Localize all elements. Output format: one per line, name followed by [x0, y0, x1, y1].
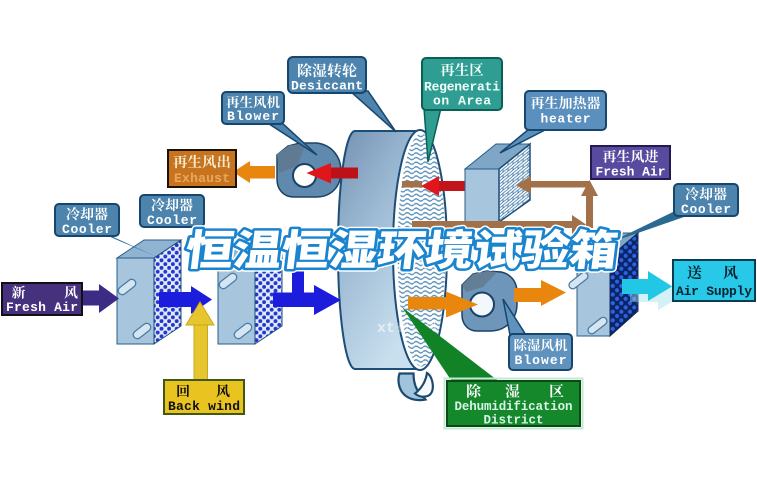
svg-text:Back wind: Back wind — [168, 399, 240, 414]
svg-text:District: District — [484, 414, 544, 428]
svg-text:on Area: on Area — [433, 94, 491, 109]
svg-text:Cooler: Cooler — [681, 202, 731, 217]
svg-text:Air Supply: Air Supply — [676, 284, 752, 299]
svg-text:Regenerati: Regenerati — [424, 80, 500, 95]
svg-text:Blower: Blower — [515, 353, 567, 368]
svg-text:Fresh Air: Fresh Air — [596, 165, 666, 180]
svg-text:Blower: Blower — [227, 109, 279, 124]
svg-text:Cooler: Cooler — [62, 222, 112, 237]
svg-text:xt: xt — [377, 320, 395, 337]
svg-text:Dehumidification: Dehumidification — [455, 400, 573, 414]
svg-text:Cooler: Cooler — [147, 213, 197, 228]
svg-text:Exhaust: Exhaust — [174, 171, 230, 186]
svg-text:Fresh Air: Fresh Air — [6, 300, 78, 315]
svg-text:Desiccant: Desiccant — [291, 79, 363, 94]
svg-text:heater: heater — [541, 112, 591, 127]
